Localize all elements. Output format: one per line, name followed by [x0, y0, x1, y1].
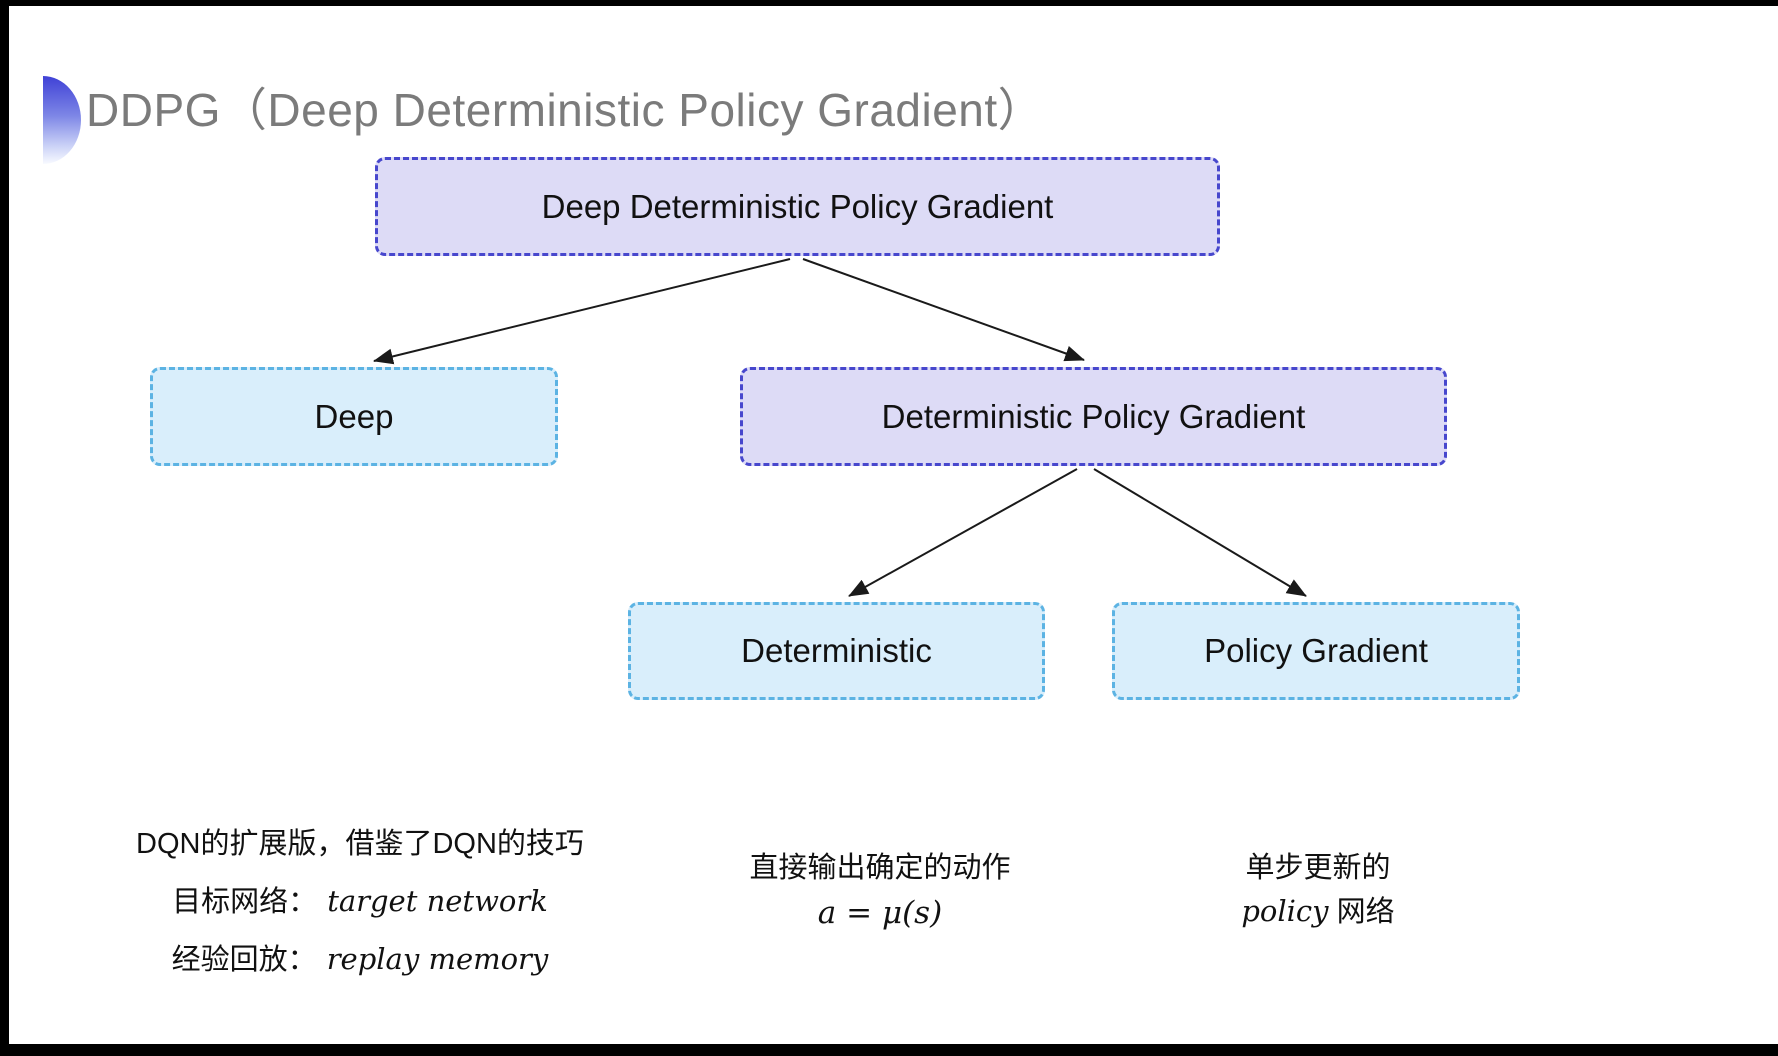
note-policy-italic: policy	[1241, 894, 1329, 928]
note-label: 经验回放：	[171, 944, 317, 976]
node-label: Deterministic	[741, 632, 932, 669]
page-title: DDPG（Deep Deterministic Policy Gradient）	[86, 84, 1045, 136]
note-policy-network: policy 网络	[1150, 893, 1486, 930]
arrow-dpg-to-policy-gradient	[1093, 468, 1307, 597]
node-label: Deterministic Policy Gradient	[881, 397, 1306, 435]
note-network-cjk: 网络	[1328, 896, 1395, 928]
frame-edge-bottom	[0, 1044, 1778, 1056]
arrow-dpg-to-deterministic	[848, 468, 1078, 597]
arrow-root-to-dpg	[802, 258, 1085, 362]
notes-policy-gradient: 单步更新的 policy 网络	[1150, 850, 1486, 930]
title-bullet-icon	[43, 76, 81, 164]
note-replay-memory: 经验回放： replay memory	[95, 941, 625, 978]
note-label: 目标网络：	[172, 886, 318, 918]
node-policy-gradient: Policy Gradient	[1112, 602, 1520, 700]
note-single-step-update: 单步更新的	[1245, 852, 1391, 884]
note-value-italic: target network	[327, 884, 548, 918]
note-deterministic-action: 直接输出确定的动作	[749, 852, 1011, 884]
arrow-root-to-deep	[373, 258, 791, 365]
note-target-network: 目标网络： target network	[95, 883, 625, 920]
node-label: Deep Deterministic Policy Gradient	[541, 187, 1054, 225]
node-deep: Deep	[150, 367, 558, 466]
frame-edge-left	[0, 0, 9, 1056]
node-label: Policy Gradient	[1204, 632, 1428, 669]
frame-edge-top	[0, 0, 1778, 6]
note-dqn-extension: DQN的扩展版，借鉴了DQN的技巧	[136, 828, 584, 860]
notes-deterministic: 直接输出确定的动作 a = μ(s)	[705, 850, 1055, 931]
node-deterministic: Deterministic	[628, 602, 1045, 700]
note-value-italic: replay memory	[326, 942, 549, 976]
node-deep-deterministic-policy-gradient: Deep Deterministic Policy Gradient	[375, 157, 1220, 256]
node-label: Deep	[314, 397, 394, 435]
formula-a-mu-s: a = μ(s)	[817, 895, 943, 931]
node-deterministic-policy-gradient: Deterministic Policy Gradient	[740, 367, 1447, 466]
notes-deep: DQN的扩展版，借鉴了DQN的技巧 目标网络： target network 经验…	[95, 826, 625, 978]
